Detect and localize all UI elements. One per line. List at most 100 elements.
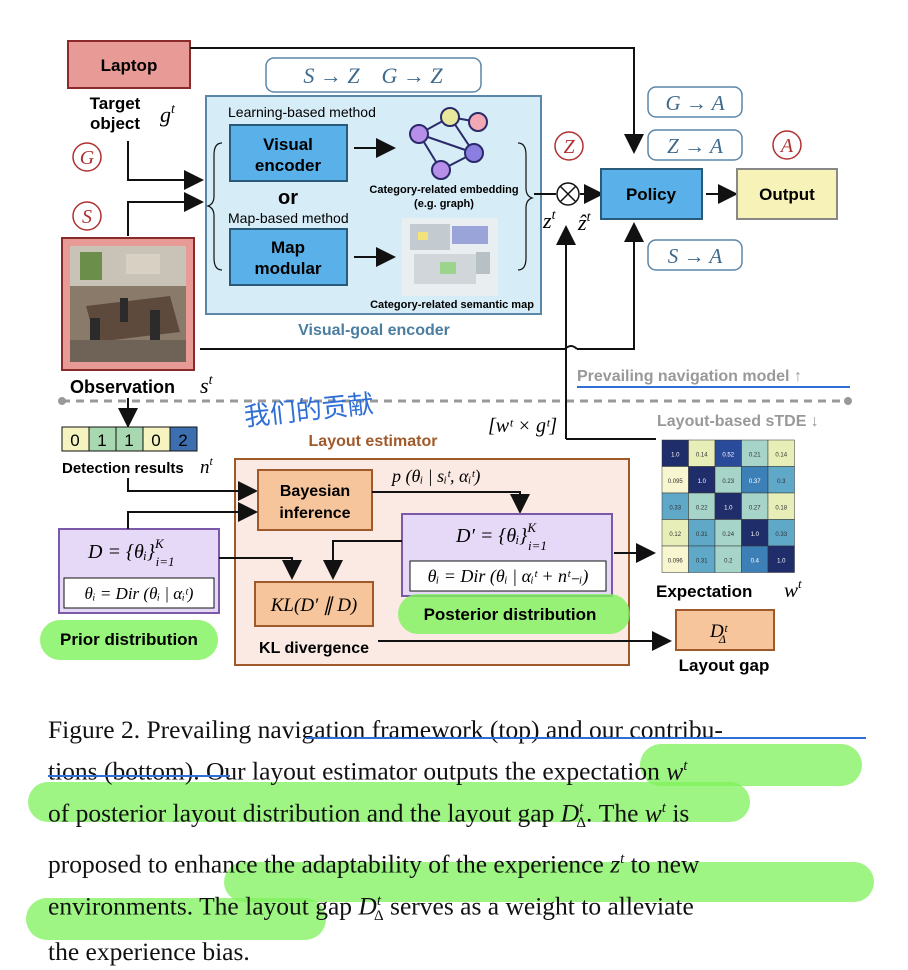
matrix-value: 1.0: [698, 479, 707, 485]
detection-value: 1: [97, 431, 106, 450]
layout-gap-formula: DᵗΔ: [709, 621, 729, 646]
caption-line: the experience bias.: [48, 937, 250, 967]
category-embedding-label-1: Category-related embedding: [369, 184, 518, 196]
matrix-cell: [714, 519, 742, 547]
matrix-value: 0.24: [722, 532, 734, 538]
map-modular-box: [229, 228, 348, 286]
matrix-value: 0.33: [775, 532, 787, 538]
posterior-label: Posterior distribution: [424, 605, 597, 624]
matrix-value: 0.52: [722, 452, 734, 458]
detection-cell: [61, 426, 90, 452]
matrix-value: 0.12: [669, 532, 681, 538]
p-formula: p (θᵢ | sᵢᵗ, αᵢᵗ): [390, 466, 480, 487]
matrix-cell: [741, 439, 769, 467]
category-map-label: Category-related semantic map: [370, 299, 534, 311]
layout-stde-label: Layout-based sTDE ↓: [657, 413, 819, 430]
circle-a-icon: [772, 130, 802, 160]
matrix-value: 1.0: [724, 505, 733, 511]
prior-formula-box: [63, 577, 215, 609]
posterior-formula-box: [409, 560, 607, 592]
matrix-cell: [688, 466, 716, 494]
detection-cell: [88, 426, 117, 452]
matrix-cell: [767, 545, 795, 573]
caption-underline-1: [306, 737, 866, 739]
bayesian-inference-box: [257, 469, 373, 531]
matrix-cell: [767, 519, 795, 547]
matrix-value: 0.23: [722, 479, 734, 485]
target-object-label-2: object: [90, 114, 140, 133]
posterior-highlight: [398, 594, 630, 634]
target-object-label-1: Target: [90, 94, 141, 113]
observation-label: Observation: [70, 377, 175, 397]
g-t-symbol: gt: [160, 102, 176, 127]
caption-underline-2: [48, 775, 230, 777]
right-brace-icon: [517, 142, 534, 271]
detection-cell: [142, 426, 171, 452]
layout-estimator-label: Layout estimator: [309, 433, 438, 450]
figure-diagram: Laptop Target object gt G S S → Z G → Z …: [40, 40, 852, 675]
matrix-value: 0.4: [751, 558, 760, 564]
matrix-cell: [767, 492, 795, 520]
output-box: [736, 168, 838, 220]
caption-highlight-3: [224, 862, 874, 902]
matrix-value: 1.0: [671, 452, 680, 458]
matrix-value: 0.31: [696, 558, 708, 564]
left-brace-icon: [206, 142, 223, 271]
circle-z-icon: [554, 131, 584, 161]
circle-g-label: G: [80, 147, 95, 169]
detection-value: 2: [178, 431, 187, 450]
map-modular-label-1: Map: [271, 238, 305, 257]
output-label: Output: [759, 185, 815, 204]
kl-box: [254, 581, 374, 627]
matrix-cell: [767, 466, 795, 494]
detection-label: Detection results: [62, 460, 184, 477]
or-label: or: [278, 187, 298, 209]
matrix-value: 0.095: [668, 479, 684, 485]
caption-line: environments. The layout gap DtΔ serves …: [48, 891, 694, 925]
circle-a-label: A: [779, 135, 794, 157]
circle-s-label: S: [82, 206, 92, 228]
matrix-cell: [688, 519, 716, 547]
transform-za-box: [647, 129, 743, 161]
policy-label: Policy: [626, 185, 677, 204]
matrix-value: 0.27: [749, 505, 761, 511]
matrix-cell: [714, 439, 742, 467]
caption-line: Figure 2. Prevailing navigation framewor…: [48, 715, 723, 744]
kl-formula: KL(D′ ∥ D): [270, 595, 358, 616]
policy-box: [600, 168, 703, 220]
map-modular-label-2: modular: [254, 259, 321, 278]
matrix-cell: [661, 466, 689, 494]
matrix-value: 0.18: [775, 505, 787, 511]
w-times-g-label: [wᵗ × gᵗ]: [488, 415, 557, 437]
matrix-value: 0.096: [668, 558, 684, 564]
matrix-cell: [741, 492, 769, 520]
category-embedding-label-2: (e.g. graph): [414, 198, 474, 210]
handwriting-annotation: 我们的贡献: [243, 388, 375, 431]
visual-goal-encoder-label: Visual-goal encoder: [298, 322, 450, 339]
laptop-label: Laptop: [101, 56, 158, 75]
transform-top-box: [265, 57, 482, 93]
matrix-cell: [714, 545, 742, 573]
transform-za-label: Z → A: [667, 134, 723, 158]
map-method-label: Map-based method: [228, 210, 349, 226]
prior-formula: θᵢ = Dir (θᵢ | αᵢᵗ): [85, 584, 194, 603]
circle-z-label: Z: [563, 136, 575, 158]
matrix-value: 0.31: [696, 532, 708, 538]
visual-encoder-box: [229, 124, 348, 182]
matrix-cell: [767, 439, 795, 467]
caption-line: tions (bottom). Our layout estimator out…: [48, 756, 688, 786]
transform-ga-box: [647, 86, 743, 118]
detection-value: 0: [151, 431, 160, 450]
matrix-value: 0.22: [696, 505, 708, 511]
matrix-value: 0.37: [749, 479, 761, 485]
detection-value: 1: [124, 431, 133, 450]
detection-value: 0: [70, 431, 79, 450]
detection-cell: [169, 426, 198, 452]
visual-encoder-label-2: encoder: [255, 156, 322, 175]
matrix-value: 0.2: [724, 558, 733, 564]
matrix-value: 0.33: [669, 505, 681, 511]
posterior-formula: θᵢ = Dir (θᵢ | αᵢᵗ + nᵗ₋ᵢ): [428, 566, 589, 587]
n-t-symbol: nt: [200, 454, 214, 478]
